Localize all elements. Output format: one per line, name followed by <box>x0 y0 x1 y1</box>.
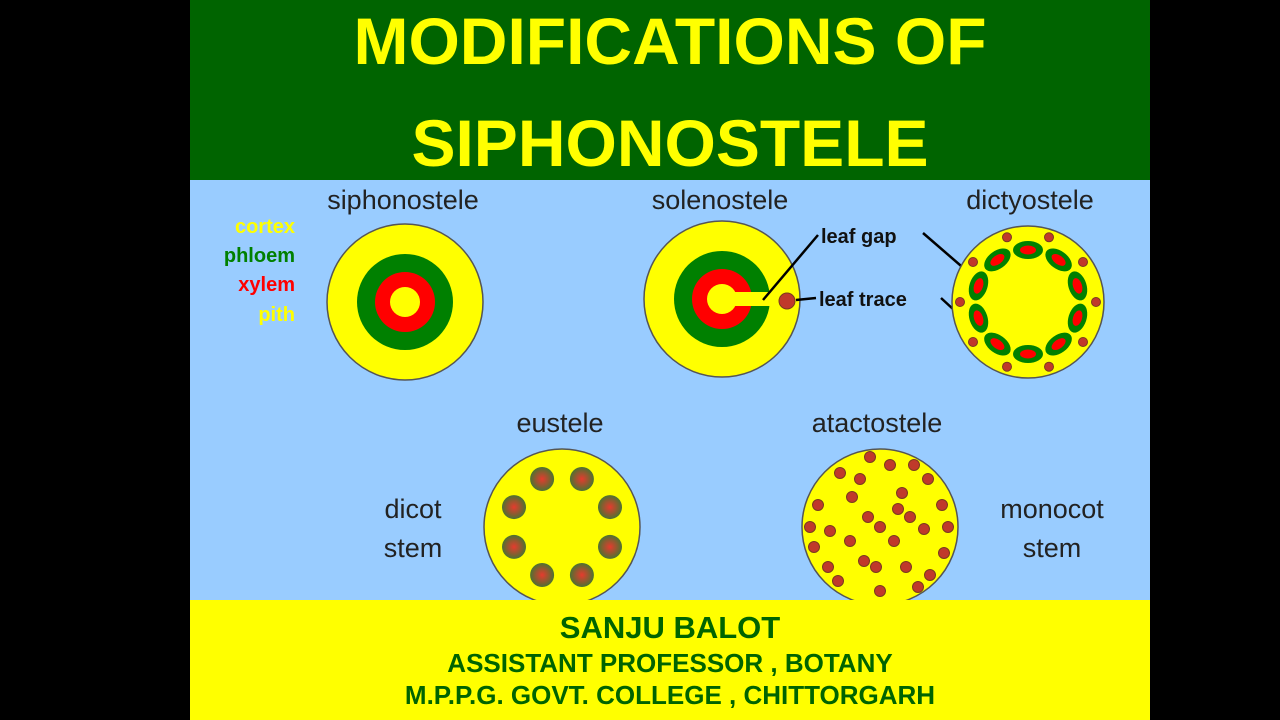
dictyostele-bundle <box>1045 248 1072 272</box>
atactostele-bundle <box>858 555 870 567</box>
atactostele-bundle <box>938 547 950 559</box>
author-role: ASSISTANT PROFESSOR , BOTANY <box>447 648 893 678</box>
atactostele-bundle <box>922 473 934 485</box>
atactostele-bundle <box>936 499 948 511</box>
dictyostele-leaf-trace <box>955 297 965 307</box>
eustele-bundle <box>569 563 594 587</box>
leaf-trace-pointer-left <box>795 296 817 302</box>
dictyostele-bundle <box>968 271 989 301</box>
label-eustele: eustele <box>516 408 603 438</box>
atactostele-bundle <box>832 575 844 587</box>
atactostele-bundle <box>912 581 924 593</box>
dictyostele-diagram <box>951 225 1105 379</box>
diagram-panel: cortex phloem xylem pith siphonostele so… <box>190 180 1150 600</box>
eustele-bundle <box>530 563 555 587</box>
atactostele-bundle <box>854 473 866 485</box>
legend-xylem: xylem <box>238 274 295 296</box>
atactostele-bundle <box>892 503 904 515</box>
atactostele-bundle <box>844 535 856 547</box>
atactostele-bundle <box>862 511 874 523</box>
eustele-cortex <box>483 448 641 600</box>
author-name: SANJU BALOT <box>559 610 781 645</box>
dictyostele-bundle <box>984 248 1011 272</box>
siphonostele-diagram <box>326 223 484 381</box>
dictyostele-bundle <box>1013 241 1043 259</box>
atactostele-bundle <box>804 521 816 533</box>
annotation-monocot: monocot <box>1000 494 1104 524</box>
label-siphonostele: siphonostele <box>327 185 479 215</box>
dictyostele-bundle <box>968 303 989 333</box>
legend-phloem: phloem <box>224 245 295 267</box>
legend-pith: pith <box>258 304 295 326</box>
dictyostele-bundle <box>1067 303 1088 333</box>
atactostele-bundle <box>874 585 886 597</box>
atactostele-bundle <box>870 561 882 573</box>
eustele-bundle <box>598 495 622 520</box>
atactostele-bundle <box>888 535 900 547</box>
atactostele-bundle <box>822 561 834 573</box>
annotation-monocot-stem: stem <box>1023 533 1082 563</box>
atactostele-diagram <box>801 448 959 600</box>
dictyostele-leaf-trace <box>1078 337 1088 347</box>
label-dictyostele: dictyostele <box>966 185 1094 215</box>
annotation-dicot-stem: stem <box>384 533 443 563</box>
leaf-gap-pointer-left <box>762 234 819 301</box>
label-atactostele: atactostele <box>812 408 943 438</box>
solenostele-diagram <box>643 220 801 378</box>
dictyostele-leaf-trace <box>1002 232 1012 243</box>
solenostele-leaf-trace <box>778 292 796 310</box>
eustele-bundle <box>569 467 594 491</box>
atactostele-bundle <box>874 521 886 533</box>
stele-diagram: cortex phloem xylem pith siphonostele so… <box>224 185 1105 600</box>
atactostele-bundle <box>864 451 876 463</box>
dictyostele-leaf-trace <box>1091 297 1101 307</box>
dictyostele-leaf-trace <box>968 257 978 267</box>
atactostele-bundle <box>924 569 936 581</box>
atactostele-bundle <box>896 487 908 499</box>
annotation-leaf-trace: leaf trace <box>819 289 907 311</box>
atactostele-bundle <box>904 511 916 523</box>
legend-cortex: cortex <box>235 216 295 238</box>
credits-banner: SANJU BALOT ASSISTANT PROFESSOR , BOTANY… <box>190 600 1150 720</box>
dictyostele-bundle <box>984 332 1011 356</box>
dictyostele-leaf-trace <box>1002 361 1012 372</box>
dictyostele-bundle <box>1013 345 1043 363</box>
atactostele-bundle <box>824 525 836 537</box>
annotation-dicot: dicot <box>384 494 442 524</box>
atactostele-bundle <box>812 499 824 511</box>
atactostele-bundle <box>900 561 912 573</box>
eustele-bundle <box>530 467 555 491</box>
atactostele-bundle <box>884 459 896 471</box>
dictyostele-leaf-trace <box>1044 232 1054 243</box>
atactostele-bundle <box>846 491 858 503</box>
atactostele-bundle <box>808 541 820 553</box>
dictyostele-leaf-trace <box>1044 361 1054 372</box>
dictyostele-bundle <box>1045 332 1072 356</box>
eustele-bundle <box>502 495 526 520</box>
dictyostele-bundle <box>1067 271 1088 301</box>
atactostele-bundle <box>908 459 920 471</box>
eustele-bundle <box>502 534 526 559</box>
dictyostele-leaf-trace <box>1078 257 1088 267</box>
eustele-diagram <box>483 448 641 600</box>
author-college: M.P.P.G. GOVT. COLLEGE , CHITTORGARH <box>404 680 936 710</box>
siphonostele-pith <box>390 287 420 317</box>
slide: MODIFICATIONS OF SIPHONOSTELE cortex phl… <box>190 0 1150 720</box>
atactostele-bundle <box>918 523 930 535</box>
title-line-1: MODIFICATIONS OF <box>353 4 987 78</box>
atactostele-bundle <box>942 521 954 533</box>
label-solenostele: solenostele <box>652 185 789 215</box>
atactostele-bundle <box>834 467 846 479</box>
title-banner: MODIFICATIONS OF SIPHONOSTELE <box>190 0 1150 180</box>
dictyostele-leaf-trace <box>968 337 978 347</box>
annotation-leaf-gap: leaf gap <box>821 226 897 248</box>
title-line-2: SIPHONOSTELE <box>411 106 929 180</box>
solenostele-leaf-gap <box>722 292 777 306</box>
eustele-bundle <box>598 534 622 559</box>
